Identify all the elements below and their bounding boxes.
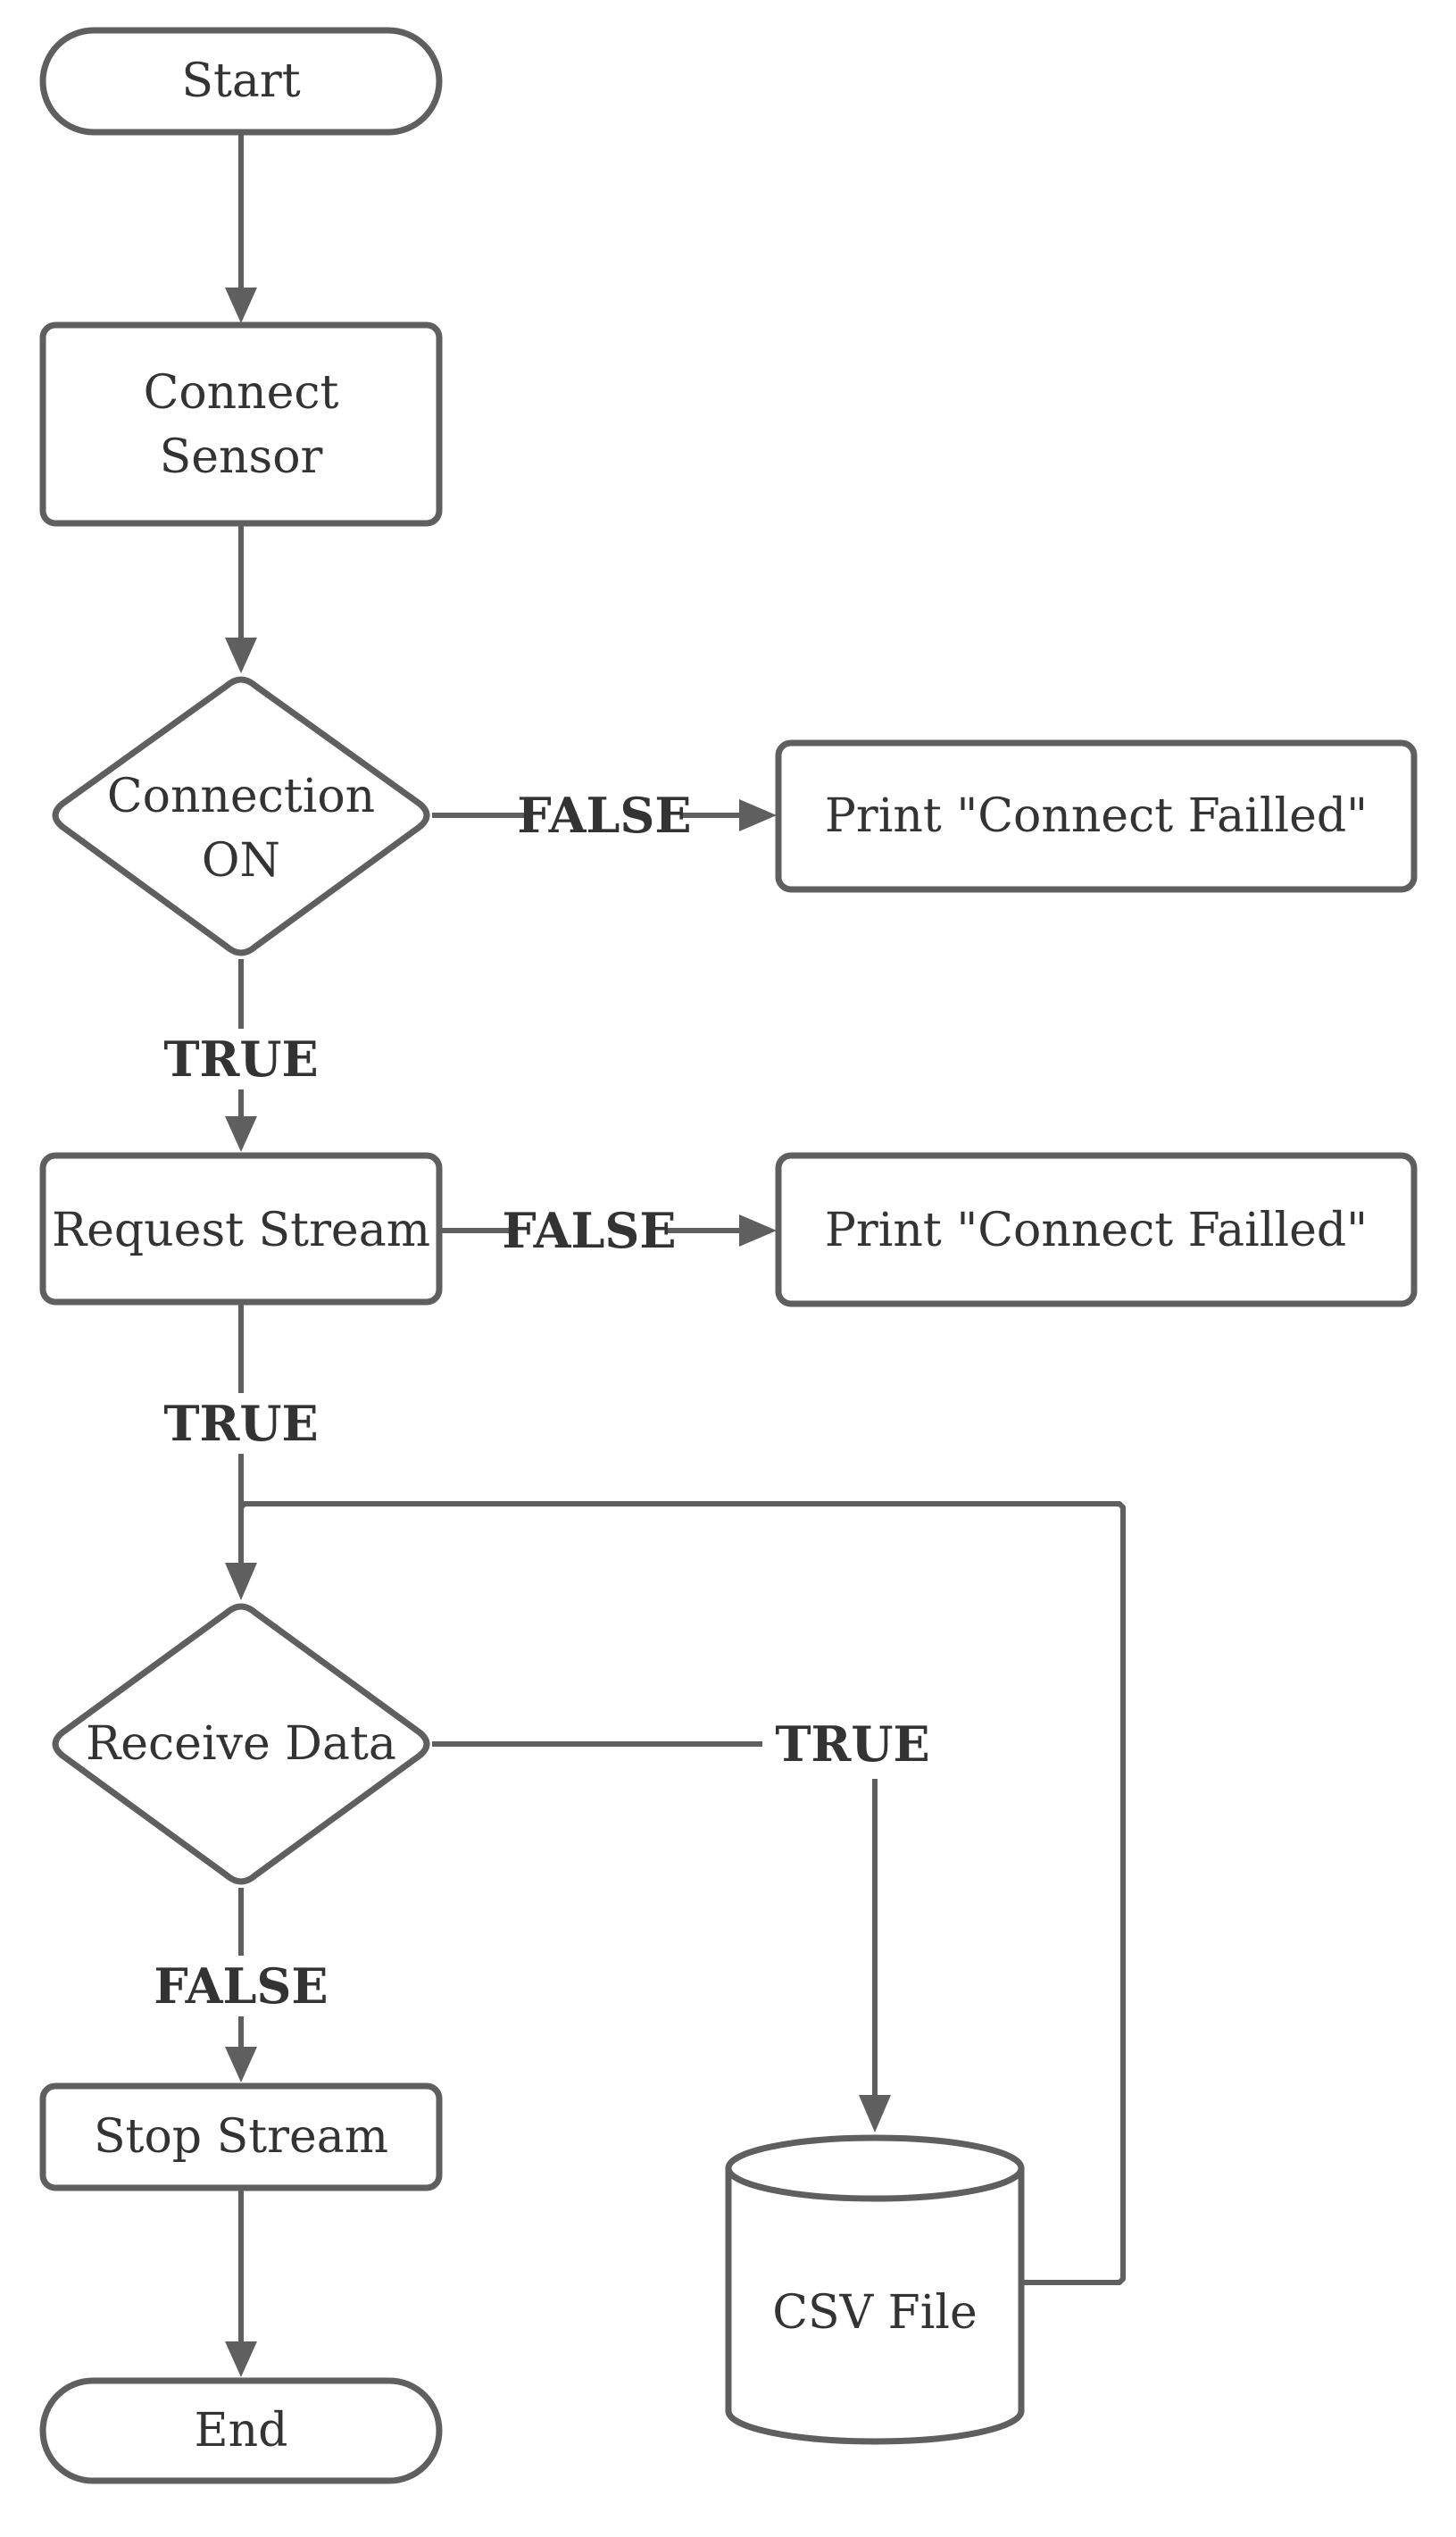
request-stream-node: Request Stream	[39, 1152, 443, 1306]
stop-stream-node: Stop Stream	[39, 2082, 443, 2191]
arrowhead	[225, 288, 257, 323]
edge-label-receive-false: FALSE	[154, 1957, 328, 2015]
arrowhead	[225, 2047, 257, 2082]
print-connect-failed-label-1: Print "Connect Failled"	[825, 789, 1368, 843]
edge-label-connection-false: FALSE	[517, 787, 691, 844]
receive-data-label: Receive Data	[86, 1717, 396, 1771]
stop-stream-label: Stop Stream	[94, 2110, 388, 2164]
connection-on-decision: Connection ON	[52, 676, 430, 956]
arrowhead	[225, 1563, 257, 1600]
end-label: End	[195, 2404, 288, 2458]
receive-data-decision: Receive Data	[52, 1603, 430, 1885]
edge-label-request-false: FALSE	[502, 1202, 676, 1259]
arrowhead	[739, 1214, 777, 1247]
connect-sensor-label-line2: Sensor	[160, 430, 323, 484]
start-node: Start	[39, 27, 443, 136]
edge-label-connection-true: TRUE	[163, 1031, 318, 1088]
connection-on-label-line2: ON	[202, 834, 280, 888]
request-stream-label: Request Stream	[52, 1204, 430, 1257]
edge-csv-loop-back	[238, 1501, 1126, 2285]
print-connect-failed-label-2: Print "Connect Failled"	[825, 1204, 1368, 1257]
print-connect-failed-node-1: Print "Connect Failled"	[775, 739, 1418, 893]
arrowhead	[859, 2095, 891, 2132]
connect-sensor-node: Connect Sensor	[39, 321, 443, 527]
arrowhead	[225, 638, 257, 673]
arrowhead	[225, 1116, 257, 1152]
print-connect-failed-node-2: Print "Connect Failled"	[775, 1152, 1418, 1307]
connect-sensor-label-line1: Connect	[144, 366, 339, 420]
connection-on-label-line1: Connection	[107, 770, 375, 823]
arrowhead	[739, 799, 777, 831]
end-node: End	[39, 2377, 443, 2484]
edge-label-receive-true: TRUE	[775, 1715, 929, 1773]
csv-file-label: CSV File	[772, 2286, 978, 2340]
csv-file-database-icon: CSV File	[725, 2134, 1025, 2445]
edge-label-request-true: TRUE	[163, 1395, 318, 1452]
arrowhead	[225, 2341, 257, 2377]
start-label: Start	[181, 54, 300, 108]
